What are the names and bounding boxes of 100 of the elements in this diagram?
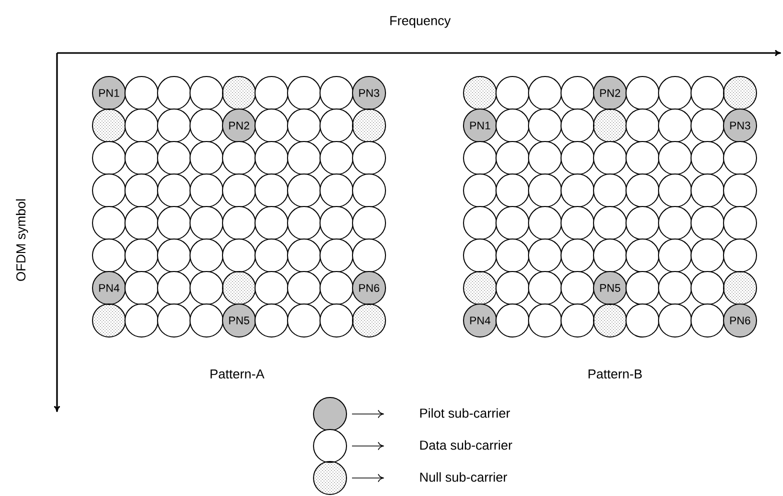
data-circle	[690, 174, 724, 208]
data-circle	[560, 108, 594, 142]
null-circle	[92, 108, 126, 142]
data-circle	[254, 304, 288, 338]
data-circle	[658, 304, 692, 338]
data-circle	[658, 271, 692, 305]
data-circle	[254, 76, 288, 110]
null-circle	[723, 271, 757, 305]
data-circle	[593, 206, 627, 240]
data-circle	[352, 174, 386, 208]
data-circle	[593, 174, 627, 208]
data-circle	[157, 271, 191, 305]
data-circle	[690, 108, 724, 142]
data-circle	[157, 141, 191, 175]
data-circle	[222, 141, 256, 175]
data-circle	[190, 238, 224, 272]
data-circle	[254, 206, 288, 240]
data-circle	[528, 271, 562, 305]
data-circle	[463, 141, 497, 175]
data-circle	[157, 174, 191, 208]
data-circle	[254, 238, 288, 272]
data-circle	[560, 206, 594, 240]
data-circle	[626, 206, 660, 240]
data-circle	[496, 271, 530, 305]
data-circle	[496, 304, 530, 338]
null-circle	[463, 271, 497, 305]
data-circle	[723, 141, 757, 175]
null-circle	[593, 304, 627, 338]
data-circle	[92, 238, 126, 272]
data-circle	[92, 206, 126, 240]
data-circle	[723, 174, 757, 208]
null-circle	[352, 108, 386, 142]
data-circle	[222, 238, 256, 272]
data-circle	[626, 271, 660, 305]
data-circle	[626, 108, 660, 142]
data-circle	[496, 206, 530, 240]
data-circle	[690, 76, 724, 110]
data-circle	[528, 174, 562, 208]
data-circle	[593, 141, 627, 175]
data-circle	[528, 238, 562, 272]
axis-label: OFDM symbol	[16, 199, 28, 281]
data-circle	[463, 238, 497, 272]
data-circle	[254, 141, 288, 175]
data-circle	[124, 108, 158, 142]
data-circle	[287, 76, 321, 110]
data-circle	[124, 206, 158, 240]
data-circle	[690, 271, 724, 305]
data-circle	[658, 174, 692, 208]
data-circle	[690, 238, 724, 272]
data-circle	[124, 271, 158, 305]
data-circle	[124, 174, 158, 208]
data-circle	[320, 174, 354, 208]
null-circle	[352, 304, 386, 338]
data-circle	[496, 108, 530, 142]
data-circle	[723, 238, 757, 272]
data-circle	[222, 174, 256, 208]
data-circle	[528, 76, 562, 110]
data-circle	[320, 141, 354, 175]
data-circle	[593, 238, 627, 272]
pattern-label: Pattern-A	[210, 369, 264, 379]
data-circle	[626, 174, 660, 208]
data-circle	[658, 108, 692, 142]
data-circle	[626, 238, 660, 272]
data-circle	[658, 206, 692, 240]
data-circle	[560, 76, 594, 110]
pattern-label: Pattern-B	[588, 369, 642, 379]
data-circle	[528, 304, 562, 338]
data-circle	[690, 206, 724, 240]
data-circle	[124, 238, 158, 272]
data-circle	[287, 141, 321, 175]
data-circle	[254, 271, 288, 305]
data-circle	[320, 108, 354, 142]
data-circle	[352, 206, 386, 240]
data-circle	[287, 304, 321, 338]
data-circle	[528, 141, 562, 175]
data-circle	[287, 206, 321, 240]
data-circle	[352, 238, 386, 272]
data-circle	[560, 174, 594, 208]
axis-label: Frequency	[390, 16, 451, 28]
data-circle	[658, 141, 692, 175]
data-circle	[626, 141, 660, 175]
data-circle	[658, 76, 692, 110]
data-circle	[560, 238, 594, 272]
data-circle	[528, 206, 562, 240]
null-circle	[92, 304, 126, 338]
data-circle	[124, 304, 158, 338]
data-circle	[157, 206, 191, 240]
null-circle	[463, 76, 497, 110]
data-circle	[287, 271, 321, 305]
data-circle	[352, 141, 386, 175]
null-circle	[723, 76, 757, 110]
data-circle	[658, 238, 692, 272]
data-circle	[190, 206, 224, 240]
data-circle	[496, 174, 530, 208]
data-circle	[190, 141, 224, 175]
data-circle	[560, 141, 594, 175]
data-circle	[496, 141, 530, 175]
data-circle	[463, 174, 497, 208]
data-circle	[190, 174, 224, 208]
legend-label: Pilot sub-carrier	[420, 408, 510, 418]
